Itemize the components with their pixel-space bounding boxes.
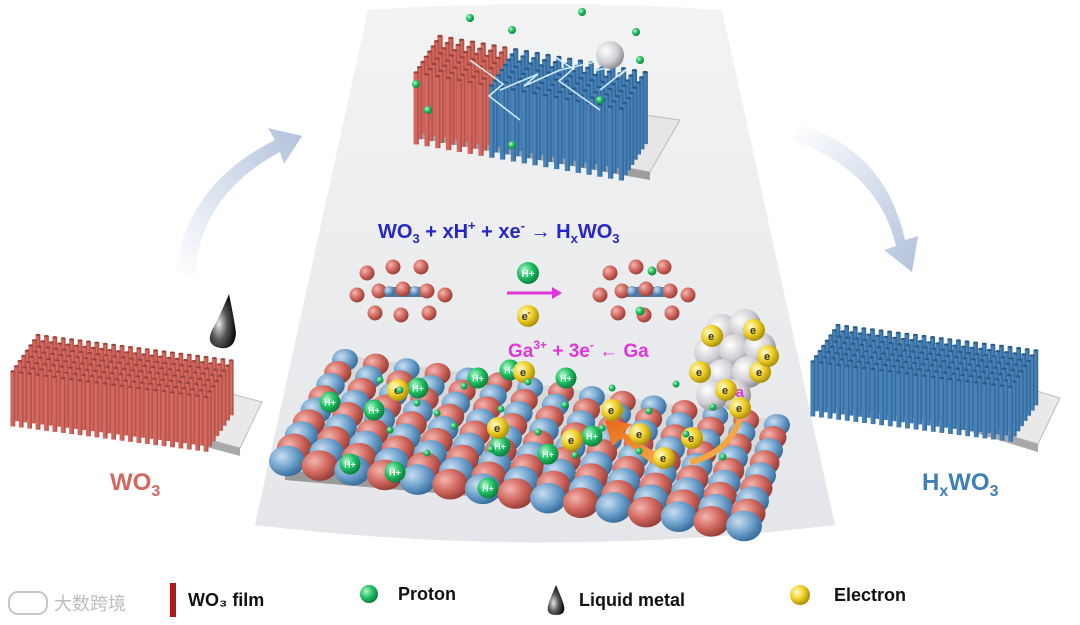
svg-text:e: e (756, 367, 762, 379)
hxwo3-label: HxWO3 (922, 469, 999, 500)
svg-text:H+: H+ (542, 450, 554, 460)
proton-icon (358, 583, 380, 605)
svg-text:e: e (764, 351, 770, 363)
svg-text:e: e (708, 331, 714, 343)
svg-text:H+: H+ (412, 384, 424, 394)
svg-text:H+: H+ (389, 468, 401, 478)
hxwo3-film-right (810, 324, 1060, 452)
legend: WO₃ film Proton Liquid metal Electron (0, 565, 1080, 625)
film-bar-icon (170, 583, 176, 617)
liquid-metal-droplet (210, 294, 236, 348)
diagram: WO3 HxWO3 WO3 + xH+ + xe- → HxWO3 H+ e- … (0, 0, 1080, 565)
svg-text:e: e (608, 405, 614, 417)
legend-proton-label: Proton (398, 584, 456, 605)
legend-electron-label: Electron (834, 585, 906, 606)
svg-text:H+: H+ (586, 432, 598, 442)
svg-text:e: e (750, 325, 756, 337)
svg-text:H+: H+ (482, 484, 494, 494)
watermark-logo-icon (8, 591, 48, 615)
legend-film: WO₃ film (170, 583, 264, 617)
svg-text:H+: H+ (560, 374, 572, 384)
ga-reaction: Ga3+ + 3e- ← Ga (508, 338, 649, 362)
legend-electron: Electron (788, 583, 906, 607)
svg-text:e: e (722, 385, 728, 397)
wo3-film-left (10, 334, 262, 456)
legend-liquid-metal-label: Liquid metal (579, 590, 685, 611)
watermark: 大数跨境 (8, 590, 126, 616)
svg-text:e: e (494, 423, 500, 435)
svg-text:e: e (520, 367, 526, 379)
legend-film-label: WO₃ film (188, 590, 264, 611)
svg-text:H+: H+ (344, 460, 356, 470)
svg-text:H+: H+ (494, 442, 506, 452)
wo3-label: WO3 (110, 469, 160, 500)
proton-particle-arrow: H+ (517, 262, 539, 284)
svg-text:e: e (568, 435, 574, 447)
svg-text:e: e (660, 453, 666, 465)
droplet-icon (545, 583, 567, 617)
arrow-left-curve (175, 128, 302, 275)
svg-text:e: e (696, 367, 702, 379)
legend-proton: Proton (358, 583, 456, 605)
electron-icon (788, 583, 812, 607)
legend-liquid-metal: Liquid metal (545, 583, 685, 617)
arrow-right-curve (792, 125, 918, 272)
watermark-text: 大数跨境 (54, 590, 126, 616)
svg-text:e: e (736, 403, 742, 415)
svg-text:e: e (636, 429, 642, 441)
svg-text:H+: H+ (472, 374, 484, 384)
svg-text:H+: H+ (521, 269, 534, 280)
svg-text:H+: H+ (324, 398, 336, 408)
svg-text:H+: H+ (368, 406, 380, 416)
electron-particle-arrow: e- (517, 305, 539, 327)
